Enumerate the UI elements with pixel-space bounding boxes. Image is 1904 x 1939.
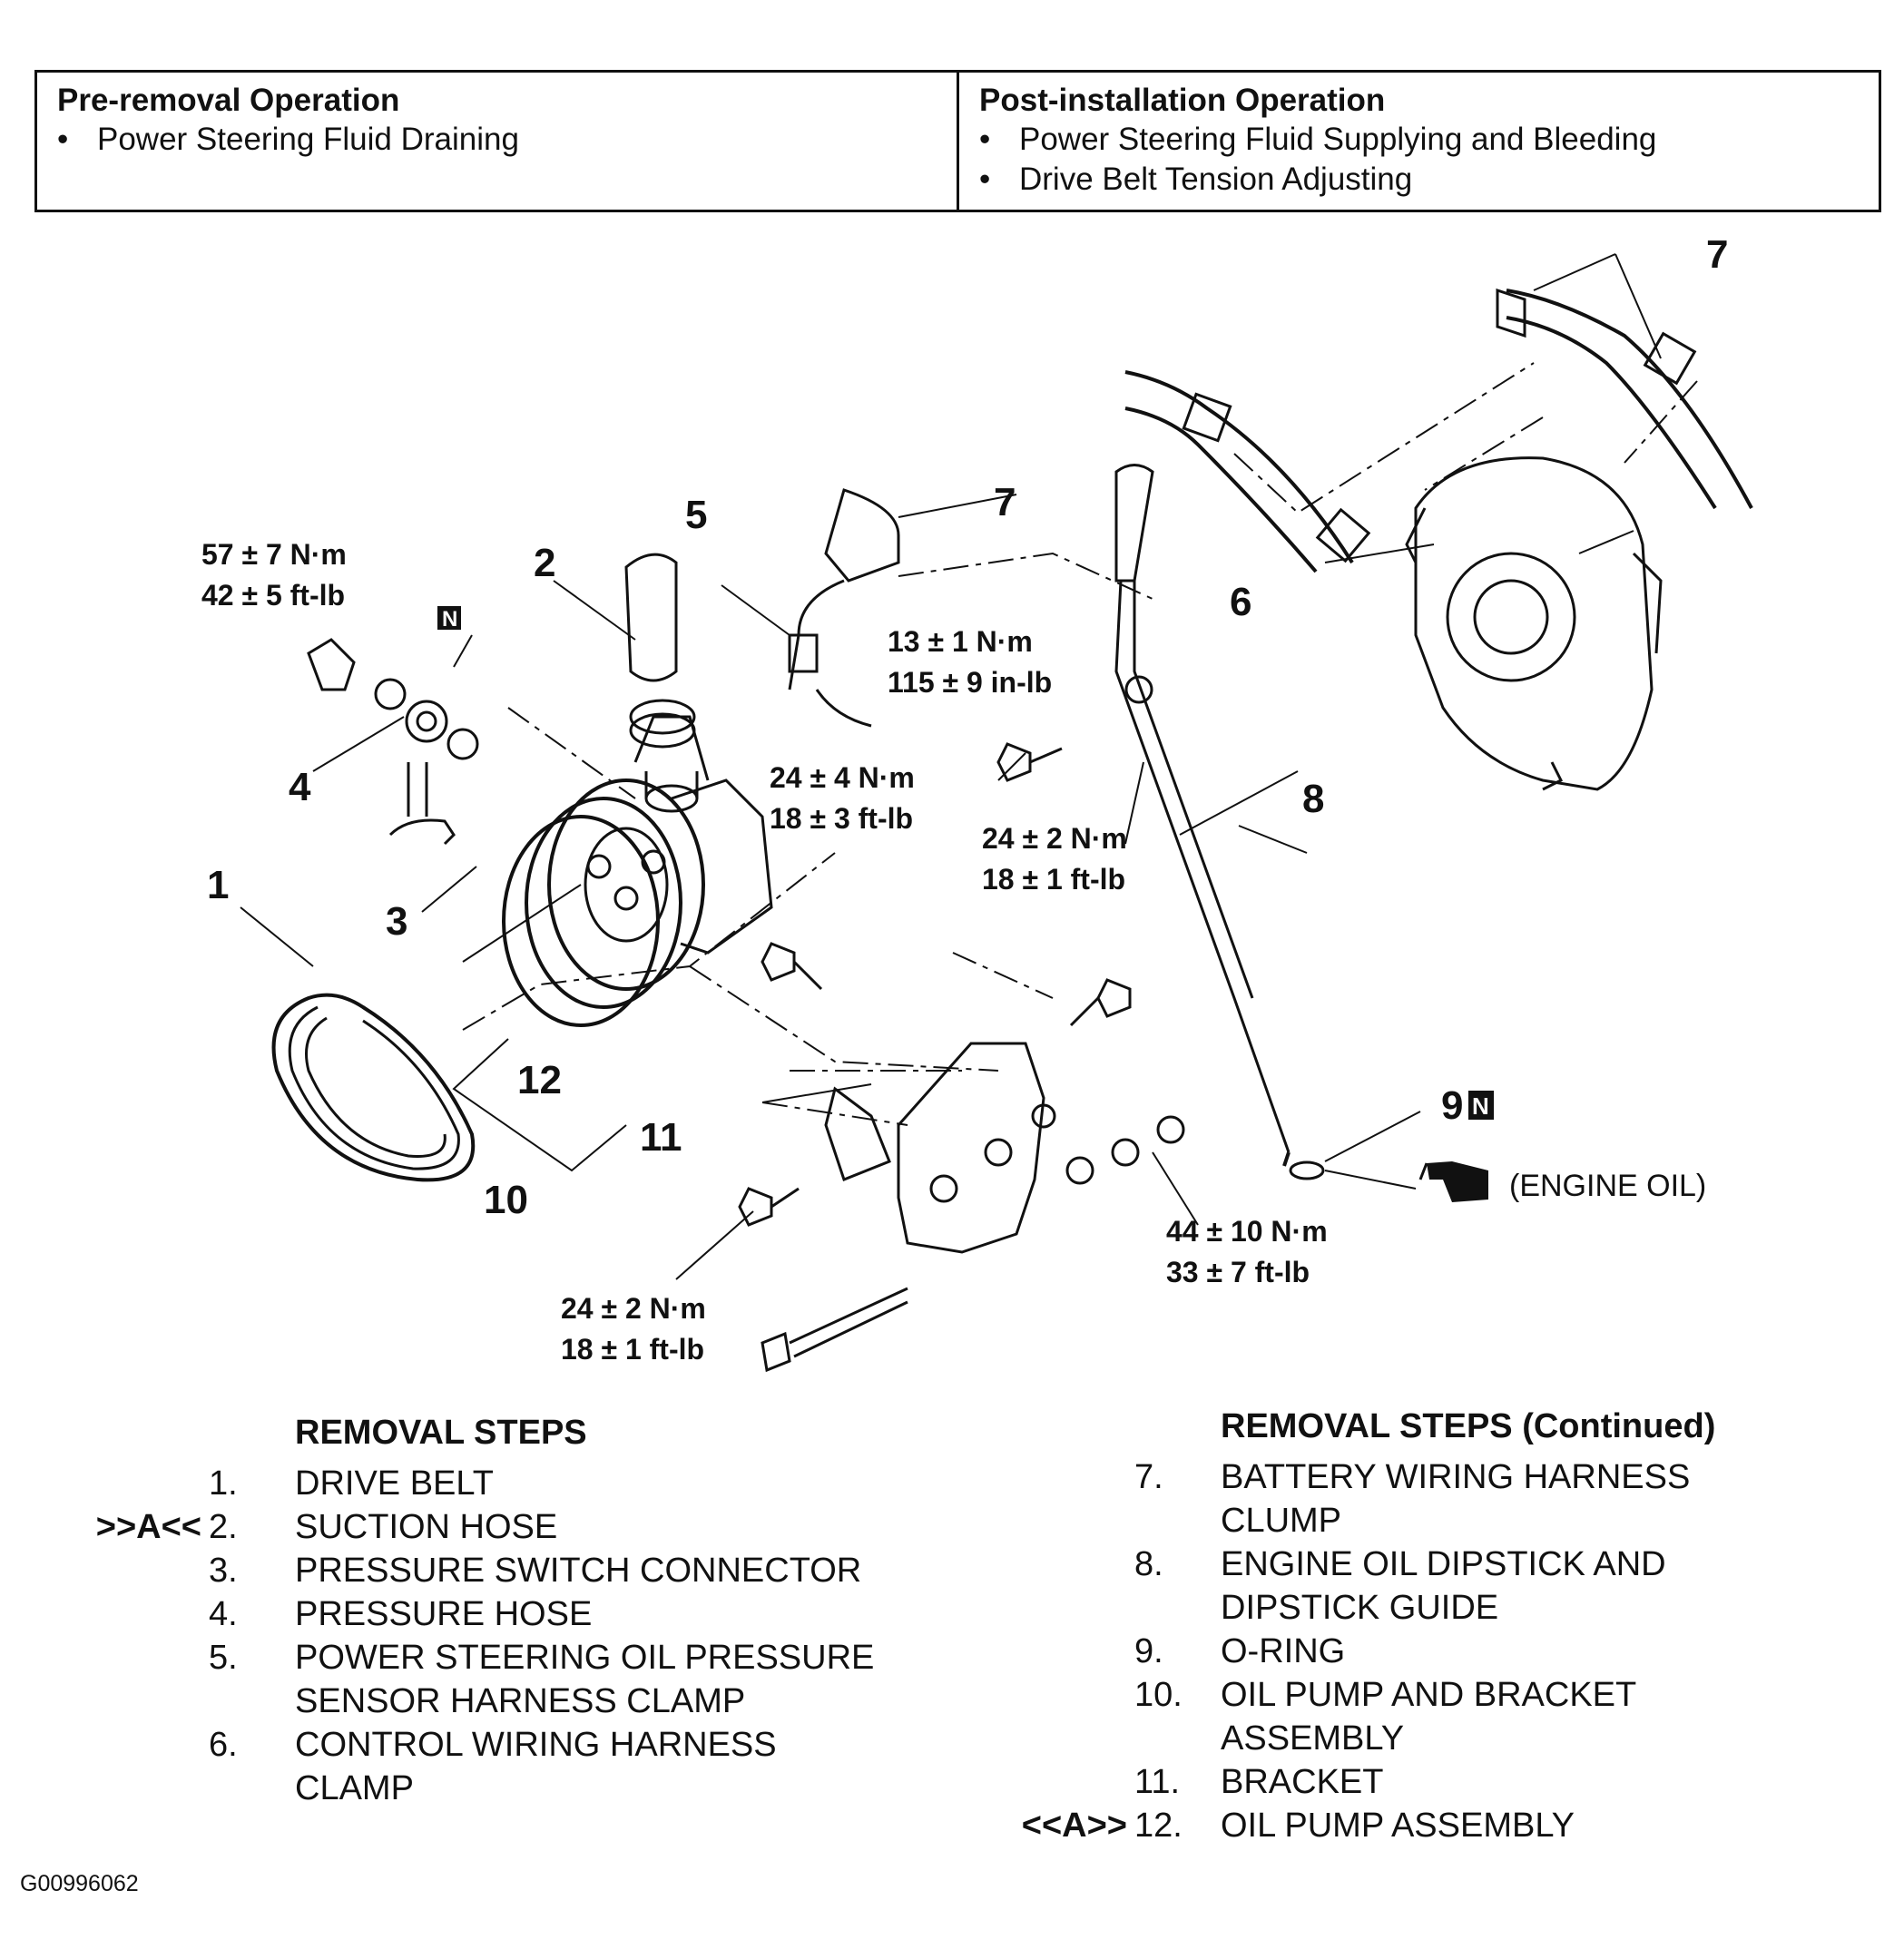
callout-10: 10 bbox=[484, 1178, 528, 1222]
torque-13-nm: 13 ± 1 N·m bbox=[888, 625, 1033, 658]
pre-removal-title: Pre-removal Operation bbox=[57, 83, 400, 118]
torque-57-ftlb: 42 ± 5 ft-lb bbox=[201, 579, 345, 612]
callout-3: 3 bbox=[386, 899, 407, 944]
engine-oil-label: (ENGINE OIL) bbox=[1509, 1169, 1706, 1203]
callout-6: 6 bbox=[1230, 580, 1251, 624]
torque-57-nm: 57 ± 7 N·m bbox=[201, 538, 347, 571]
bolts bbox=[738, 742, 1132, 1373]
harness-hoses bbox=[1124, 288, 1753, 573]
torque-labels: 57 ± 7 N·m 42 ± 5 ft-lb 13 ± 1 N·m 115 ±… bbox=[201, 538, 1328, 1366]
n-marker: N bbox=[1468, 1091, 1494, 1120]
step-row: >>A<<2.SUCTION HOSE bbox=[95, 1508, 558, 1546]
exploded-diagram: 1 2 3 4 5 6 7 7 8 9 10 11 12 N N (ENGINE… bbox=[201, 232, 1753, 1373]
callout-1: 1 bbox=[207, 863, 229, 907]
svg-text:N: N bbox=[1472, 1092, 1489, 1120]
step-row: 8.ENGINE OIL DIPSTICK AND bbox=[1134, 1545, 1666, 1583]
post-installation-title: Post-installation Operation bbox=[979, 83, 1386, 118]
step-row: 1.DRIVE BELT bbox=[209, 1464, 494, 1503]
callout-7-upper: 7 bbox=[1706, 232, 1728, 277]
step-row: 5.POWER STEERING OIL PRESSURE bbox=[209, 1639, 875, 1677]
callout-numbers: 1 2 3 4 5 6 7 7 8 9 10 11 12 bbox=[207, 232, 1728, 1222]
n-marker: N bbox=[437, 606, 461, 632]
dipstick bbox=[1114, 464, 1325, 1180]
removal-steps-title: REMOVAL STEPS bbox=[295, 1414, 587, 1452]
removal-steps-continued: REMOVAL STEPS (Continued) 7.BATTERY WIRI… bbox=[953, 1405, 1897, 1847]
timing-cover bbox=[1405, 456, 1663, 791]
torque-44-ftlb: 33 ± 7 ft-lb bbox=[1166, 1256, 1310, 1288]
pre-removal-column: Pre-removal Operation •Power Steering Fl… bbox=[37, 73, 957, 210]
callout-5: 5 bbox=[685, 493, 707, 537]
pressure-hose bbox=[307, 638, 479, 846]
step-row: 9.O-RING bbox=[1134, 1632, 1346, 1670]
step-row: DIPSTICK GUIDE bbox=[1221, 1589, 1499, 1627]
pump-pulley bbox=[502, 715, 773, 1027]
pressure-sensor-harness bbox=[788, 488, 900, 728]
torque-24c-nm: 24 ± 2 N·m bbox=[561, 1292, 706, 1325]
step-row: 10.OIL PUMP AND BRACKET bbox=[1134, 1676, 1637, 1714]
callout-9: 9 bbox=[1441, 1083, 1463, 1128]
callout-4: 4 bbox=[289, 765, 311, 809]
torque-13-inlb: 115 ± 9 in-lb bbox=[888, 666, 1052, 699]
step-row: 6.CONTROL WIRING HARNESS bbox=[209, 1726, 777, 1764]
removal-steps: REMOVAL STEPS 1.DRIVE BELT >>A<<2.SUCTIO… bbox=[82, 1411, 989, 1810]
step-row: CLUMP bbox=[1221, 1502, 1342, 1540]
callout-12: 12 bbox=[517, 1058, 562, 1102]
torque-24a-nm: 24 ± 4 N·m bbox=[770, 761, 915, 794]
svg-text:N: N bbox=[442, 607, 457, 632]
torque-44-nm: 44 ± 10 N·m bbox=[1166, 1215, 1328, 1248]
callout-7-center: 7 bbox=[994, 480, 1016, 524]
step-row: <<A>>12.OIL PUMP ASSEMBLY bbox=[1021, 1807, 1575, 1845]
operations-table: Pre-removal Operation •Power Steering Fl… bbox=[34, 70, 1881, 212]
callout-11: 11 bbox=[640, 1115, 682, 1160]
callout-leaders bbox=[240, 253, 1662, 1280]
torque-24a-ftlb: 18 ± 3 ft-lb bbox=[770, 802, 913, 835]
suction-hose bbox=[624, 553, 696, 749]
drive-belt bbox=[271, 993, 476, 1182]
callout-2: 2 bbox=[534, 541, 555, 585]
step-row: CLAMP bbox=[295, 1769, 414, 1807]
torque-24c-ftlb: 18 ± 1 ft-lb bbox=[561, 1333, 704, 1366]
figure-code: G00996062 bbox=[20, 1871, 139, 1896]
step-row: SENSOR HARNESS CLAMP bbox=[295, 1682, 746, 1720]
torque-24b-nm: 24 ± 2 N·m bbox=[982, 822, 1127, 855]
step-row: 11.BRACKET bbox=[1134, 1763, 1384, 1801]
center-leaders bbox=[462, 707, 1054, 1126]
pre-removal-item: •Power Steering Fluid Draining bbox=[57, 122, 519, 157]
oil-can-icon bbox=[1418, 1161, 1488, 1202]
step-row: 7.BATTERY WIRING HARNESS bbox=[1134, 1458, 1691, 1496]
upper-right-leaders bbox=[898, 362, 1698, 600]
post-installation-column: Post-installation Operation •Power Steer… bbox=[957, 73, 1879, 210]
removal-steps-continued-title: REMOVAL STEPS (Continued) bbox=[1221, 1407, 1716, 1445]
torque-24b-ftlb: 18 ± 1 ft-lb bbox=[982, 863, 1125, 896]
post-installation-item: •Power Steering Fluid Supplying and Blee… bbox=[979, 122, 1657, 157]
step-row: ASSEMBLY bbox=[1221, 1719, 1405, 1758]
bracket bbox=[824, 1042, 1185, 1254]
callout-8: 8 bbox=[1302, 777, 1324, 821]
post-installation-item: •Drive Belt Tension Adjusting bbox=[979, 162, 1413, 197]
step-row: 4.PRESSURE HOSE bbox=[209, 1595, 593, 1633]
step-row: 3.PRESSURE SWITCH CONNECTOR bbox=[209, 1552, 862, 1590]
